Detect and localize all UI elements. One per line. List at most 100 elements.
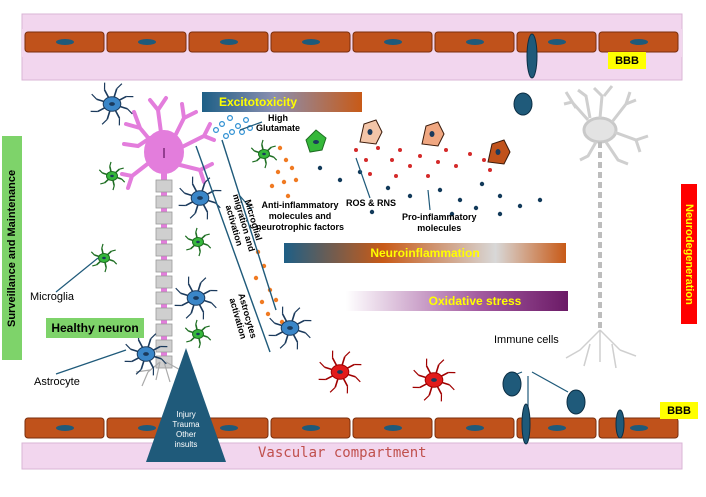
pro-inflammatory-dot [468, 152, 472, 156]
microglia-label: Microglia [30, 291, 75, 303]
myelin-segment [155, 275, 173, 289]
damaged-neuron-cell [421, 121, 445, 147]
ros-rns-dot [497, 193, 503, 199]
endothelial-nucleus [138, 425, 156, 431]
pro-inflammatory-dot [488, 168, 492, 172]
reactive-microglia-cell [412, 358, 456, 402]
healthy-neuron-label: Healthy neuron [46, 318, 144, 338]
glial-cells [90, 82, 511, 402]
pro-inflammatory-dot [426, 174, 430, 178]
reactive-microglia-cell [318, 350, 362, 394]
ros-rns-dot [337, 177, 343, 183]
endothelial-nucleus [302, 39, 320, 45]
immune-cell [513, 92, 533, 116]
pro-inflammatory-dot [376, 146, 380, 150]
healthy-neuron-cell [120, 96, 216, 190]
anti-inflammatory-dot [259, 299, 265, 305]
glutamate-dot [219, 120, 226, 127]
surveillance-label: Surveillance and Maintenance [2, 136, 22, 360]
ros-rns-dot [437, 187, 443, 193]
anti-inflammatory-dot [283, 157, 289, 163]
myelin-segment [155, 323, 173, 337]
neuroinflammation-label: Neuroinflammation [370, 246, 480, 260]
insult-triangle [146, 348, 226, 462]
damaged-neuron-cell [359, 119, 383, 145]
endothelial-nucleus [56, 425, 74, 431]
pro-inflammatory-dot [454, 164, 458, 168]
pro-inflammatory-dot [444, 148, 448, 152]
endothelial-nucleus [548, 425, 566, 431]
anti-inflammatory-dot [289, 165, 295, 171]
microglia-cell [184, 319, 212, 349]
activated-microglia-cell [305, 129, 327, 153]
endothelial-nucleus [630, 425, 648, 431]
anti-inflammatory-dot [253, 275, 259, 281]
ros-rns-dot [457, 197, 463, 203]
leader-lines [55, 121, 569, 412]
degenerating-neuron [563, 85, 649, 369]
anti-inflammatory-dot [281, 179, 287, 185]
ros-rns-dot [537, 197, 543, 203]
ros-rns-dot [497, 211, 503, 217]
pro-inflammatory-dot [408, 164, 412, 168]
ros-rns-dot [317, 165, 323, 171]
ros-rns-dot [385, 185, 391, 191]
pro-inflammatory-dot [364, 158, 368, 162]
glutamate-dot [247, 124, 254, 131]
myelin-segment [155, 259, 173, 273]
ros-rns-dot [407, 193, 413, 199]
pro-inflammatory-dot [436, 160, 440, 164]
excitotoxicity-label: Excitotoxicity [218, 95, 298, 109]
endothelial-nucleus [302, 425, 320, 431]
endothelial-nucleus [138, 39, 156, 45]
anti-inflammatory-dot [275, 169, 281, 175]
ros-rns-dot [517, 203, 523, 209]
myelin-segment [155, 195, 173, 209]
astrocyte-cell [90, 82, 134, 126]
transmigrating-immune-cell [615, 409, 625, 439]
myelinated-axon [155, 172, 173, 369]
anti-inflammatory-dot [273, 297, 279, 303]
myelin-segment [155, 227, 173, 241]
pro-inflammatory-dot [354, 148, 358, 152]
astrocyte-cell [268, 306, 312, 350]
endothelial-nucleus [384, 39, 402, 45]
anti-inflammatory-dot [265, 311, 271, 317]
anti-inflammatory-dot [269, 183, 275, 189]
glutamate-dot [235, 122, 242, 129]
glutamate-dot [223, 133, 230, 140]
bbb-label-bottom: BBB [660, 402, 698, 419]
bottom-vessel [21, 442, 683, 470]
endothelial-nucleus [630, 39, 648, 45]
glutamate-dot [227, 114, 234, 121]
pro-inflammatory-dot [418, 154, 422, 158]
astrocyte-cell [178, 176, 222, 220]
anti-inflammatory-label: Anti-inflammatory molecules and neurotro… [256, 200, 345, 232]
myelin-segment [155, 211, 173, 225]
ros-rns-dot [479, 181, 485, 187]
pro-inflammatory-dot [398, 148, 402, 152]
top-endothelial-row [24, 31, 679, 53]
endothelial-nucleus [548, 39, 566, 45]
neurodegeneration-label: Neurodegeneration [681, 184, 697, 324]
glutamate-dot [213, 126, 220, 133]
endothelial-nucleus [466, 425, 484, 431]
glutamate-dot [229, 129, 236, 136]
damaged-neuron-cell [487, 139, 511, 165]
anti-inflammatory-dot [293, 177, 299, 183]
myelin-segment [155, 179, 173, 193]
endothelial-nucleus [56, 39, 74, 45]
anti-inflammatory-dot [285, 193, 291, 199]
pro-inflammatory-dot [390, 158, 394, 162]
endothelial-nucleus [220, 425, 238, 431]
vascular-compartment-label: Vascular compartment [258, 445, 427, 461]
bbb-label-top: BBB [608, 52, 646, 69]
ros-rns-dot [449, 211, 455, 217]
pro-inflammatory-label: Pro-inflammatory molecules [402, 212, 477, 233]
oxidative-stress-bar [346, 291, 568, 311]
microglia-cell [250, 139, 278, 169]
endothelial-nucleus [220, 39, 238, 45]
ros-rns-dot [369, 209, 375, 215]
